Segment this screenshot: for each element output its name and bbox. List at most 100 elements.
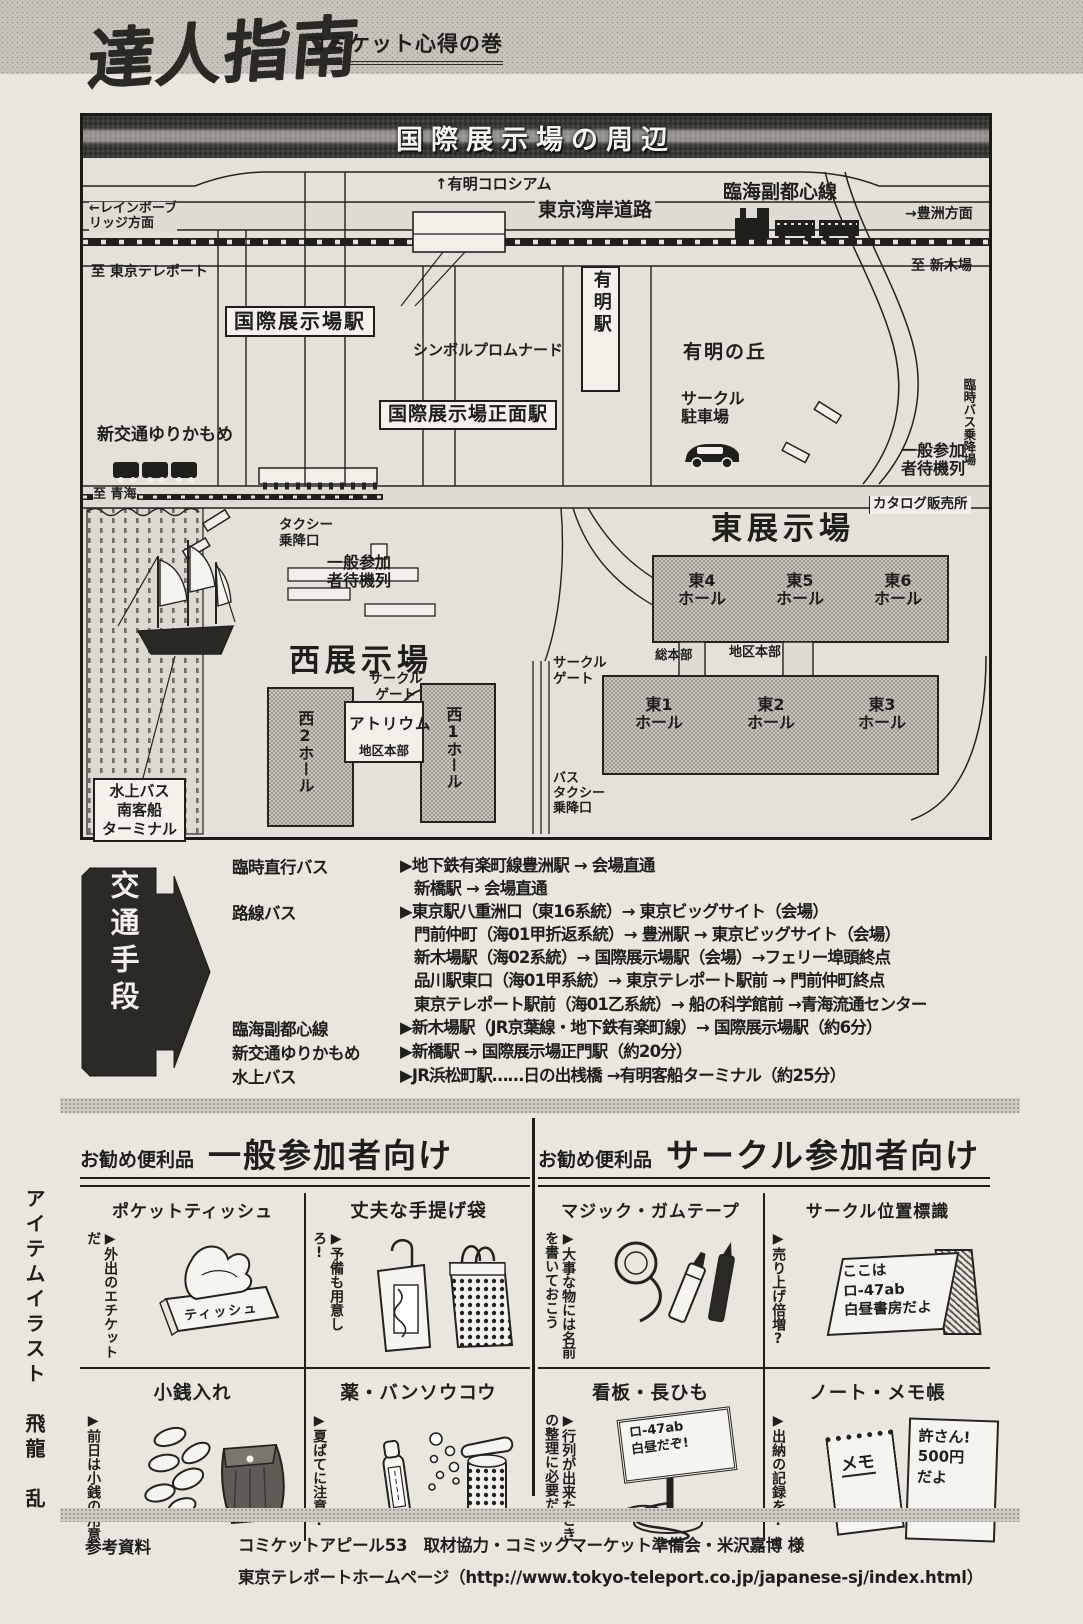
item-note: ▶予備も用意しろ! [311, 1231, 345, 1331]
signboard-rope-icon: ロ-47ab 白昼だぞ! [594, 1406, 759, 1543]
item-cell-marker-tape: マジック・ガムテープ ▶大事な物には名前を書いておこう [538, 1189, 763, 1367]
map-label-temp-bus: 臨時バス乗降場 [961, 378, 977, 466]
map-label-west-title: 西展示場 [289, 643, 433, 679]
map-label-taxi-stop: タクシー 乗降口 [279, 517, 333, 549]
map-label-atrium: アトリウム [349, 715, 432, 733]
signboard-text: ロ-47ab 白昼だぞ! [628, 1419, 690, 1458]
rule [538, 1177, 990, 1187]
map-label-bus-taxi-stop: バス タクシー 乗降口 [553, 771, 606, 816]
transport-row-label: 臨時直行バス [232, 858, 329, 877]
map-label-queue-west: 一般参加 者待機列 [327, 553, 392, 591]
panel-tag: お勧め便利品 [538, 1149, 653, 1171]
car-icon [685, 444, 739, 469]
item-cell-position-sign: サークル位置標識 ▶売り上げ倍増? ここは ロ-47ab 白昼書房だよ [765, 1189, 990, 1367]
map-label-queue-right: 一般参加 者待機列 [901, 441, 966, 479]
map-drawing [83, 116, 989, 837]
item-cell-tissue: ポケットティッシュ ▶外出のエチケットだ ティッシュ [80, 1189, 305, 1367]
footer-line1: コミケットアピール53 取材協力・コミックマーケット準備会・米沢嘉博 様 [238, 1536, 805, 1555]
illustrator-credit: アイテムイラスト 飛龍 乱 [22, 1188, 46, 1513]
item-name: 看板・長ひも [591, 1383, 709, 1404]
map-label-bay-road: 東京湾岸道路 [535, 199, 656, 222]
transport-line: ▶新木場駅（JR京葉線・地下鉄有楽町線）→ 国際展示場駅（約6分） [400, 1017, 882, 1037]
transport-line: ▶JR浜松町駅……日の出桟橋 →有明客船ターミナル（約25分） [400, 1065, 846, 1085]
map-label-catalog-shop: カタログ販売所 [869, 496, 971, 514]
map-label-hall-e3: 東3 ホール [857, 695, 906, 733]
medicine-icon [382, 1432, 514, 1519]
item-name: ポケットティッシュ [112, 1202, 273, 1222]
transport-row: 水上バス ▶JR浜松町駅……日の出桟橋 →有明客船ターミナル（約25分） [232, 1064, 990, 1088]
transport-row: 臨時直行バス ▶地下鉄有楽町線豊洲駅 → 会場直通 新橋駅 → 会場直通 [232, 854, 990, 900]
memo-text: メモ [838, 1446, 876, 1478]
map-label-east-title: 東展示場 [711, 511, 855, 547]
map-label-hall-w1: 西1ホール [443, 706, 463, 789]
tissue-icon [159, 1245, 280, 1337]
grid-line [538, 1367, 990, 1369]
map-label-to-teleport: 至 東京テレポート [91, 264, 208, 280]
item-cell-notepad: ノート・メモ帳 ▶出納の記録を! メモ 許さん! 500円 だよ [765, 1371, 1000, 1549]
map-label-hall-e2: 東2 ホール [746, 695, 795, 733]
map-label-hq-main: 総本部 [655, 647, 693, 662]
transport-arrow [81, 867, 211, 1077]
notepad-icon: メモ 許さん! 500円 だよ [821, 1411, 1000, 1543]
item-name: マジック・ガムテープ [561, 1202, 740, 1222]
item-note: ▶売り上げ倍増? [770, 1231, 787, 1347]
position-sign-icon: ここは ロ-47ab 白昼書房だよ [821, 1229, 986, 1361]
transport-row-label: 新交通ゆりかもめ [232, 1043, 361, 1063]
yurikamome-train-icon [113, 462, 197, 483]
transport-row-label: 路線バス [232, 904, 297, 924]
item-cell-signboard: 看板・長ひも ▶行列が出来たときの整理に必要だ ロ-47ab 白昼だぞ! [538, 1371, 763, 1549]
rule [80, 1177, 530, 1187]
item-name: 薬・バンソウコウ [340, 1383, 497, 1404]
map-label-to-shinkiba: 至 新木場 [911, 258, 972, 274]
recommended-items: お勧め便利品 一般参加者向け ポケットティッシュ ▶外出のエチケットだ [80, 1118, 1000, 1543]
map-label-circle-parking: サークル 駐車場 [681, 389, 745, 427]
transport-row-label: 臨海副都心線 [232, 1019, 329, 1039]
recommended-items-general: お勧め便利品 一般参加者向け ポケットティッシュ ▶外出のエチケットだ [80, 1118, 530, 1547]
map-label-ariake-hill: 有明の丘 [683, 341, 768, 363]
transport-section: 交通手段 臨時直行バス ▶地下鉄有楽町線豊洲駅 → 会場直通 新橋駅 → 会場直… [80, 850, 990, 1092]
recommended-items-circle: お勧め便利品 サークル参加者向け マジック・ガムテープ ▶大事な物には名前を書い… [538, 1118, 1000, 1549]
transport-row-label: 水上バス [232, 1067, 297, 1087]
map-label-hall-w2: 西2ホール [295, 710, 315, 793]
map-label-circle-gate-west: サークル ゲート [369, 671, 423, 703]
transport-line: 東京テレポート駅前（海01乙系統）→ 船の科学館前 →青海流通センター [414, 994, 927, 1014]
item-cell-bag: 丈夫な手提げ袋 ▶予備も用意しろ! [306, 1189, 531, 1367]
map-label-hall-e4: 東4 ホール [677, 571, 726, 609]
map-label-hq-district-east: 地区本部 [729, 645, 782, 660]
tent-card: ここは ロ-47ab 白昼書房だよ [826, 1252, 960, 1336]
map-label-to-aomi: 至 青海 [93, 487, 137, 503]
train-icon [735, 208, 859, 244]
sign-text: ここは ロ-47ab 白昼書房だよ [842, 1262, 933, 1319]
item-cell-medicine: 薬・バンソウコウ ▶夏ばてに注意! [306, 1371, 531, 1549]
map-label-coliseum: ↑有明コロシアム [435, 175, 552, 193]
price-note: 許さん! 500円 だよ [904, 1417, 1000, 1543]
item-name: サークル位置標識 [805, 1202, 950, 1222]
transport-row: 臨海副都心線 ▶新木場駅（JR京葉線・地下鉄有楽町線）→ 国際展示場駅（約6分） [232, 1016, 990, 1040]
transport-line: 新木場駅（海02系統）→ 国際展示場駅（会場）→フェリー埠頭終点 [414, 948, 891, 968]
grid-line [80, 1367, 530, 1369]
transport-rows: 臨時直行バス ▶地下鉄有楽町線豊洲駅 → 会場直通 新橋駅 → 会場直通 路線バ… [232, 854, 990, 1088]
item-cell-coin-purse: 小銭入れ ▶前日は小銭の用意 [80, 1371, 305, 1549]
masthead-subtitle: コミケット心得の巻 [305, 28, 503, 65]
footer-line2: 東京テレポートホームページ（http://www.tokyo-teleport.… [238, 1568, 984, 1587]
footer-label: 参考資料 [85, 1538, 151, 1557]
transport-heading: 交通手段 [106, 870, 140, 1018]
map-label-toyosu: →豊洲方面 [905, 206, 973, 223]
item-note: ▶外出のエチケットだ [85, 1231, 119, 1359]
map-label-yurikamome: 新交通ゆりかもめ [97, 425, 233, 445]
map-label-hq-district-west: 地区本部 [359, 743, 410, 758]
panel-tag: お勧め便利品 [80, 1149, 195, 1171]
transport-line: ▶新橋駅 → 国際展示場正門駅（約20分） [400, 1041, 692, 1061]
map-label-rinkai-line: 臨海副都心線 [723, 181, 838, 203]
map-label-ariake-station: 有明駅 [581, 266, 620, 392]
map-label-hall-e5: 東5 ホール [775, 571, 824, 609]
bag-icon [376, 1239, 514, 1353]
transport-row: 新交通ゆりかもめ ▶新橋駅 → 国際展示場正門駅（約20分） [232, 1040, 990, 1064]
area-map-panel: 国際展示場の周辺 ↑有明コロシアム 東京湾岸道路 臨海副都心線 ←レインボーブ … [80, 113, 992, 843]
footer-band [60, 1508, 1020, 1522]
transport-line: 門前仲町（海01甲折返系統）→ 豊洲駅 → 東京ビッグサイト（会場） [414, 925, 901, 945]
coin-pouch-icon [144, 1426, 285, 1525]
map-label-hall-e6: 東6 ホール [873, 571, 922, 609]
transport-row: 路線バス ▶東京駅八重洲口（東16系統）→ 東京ビッグサイト（会場） 門前仲町（… [232, 900, 990, 1015]
